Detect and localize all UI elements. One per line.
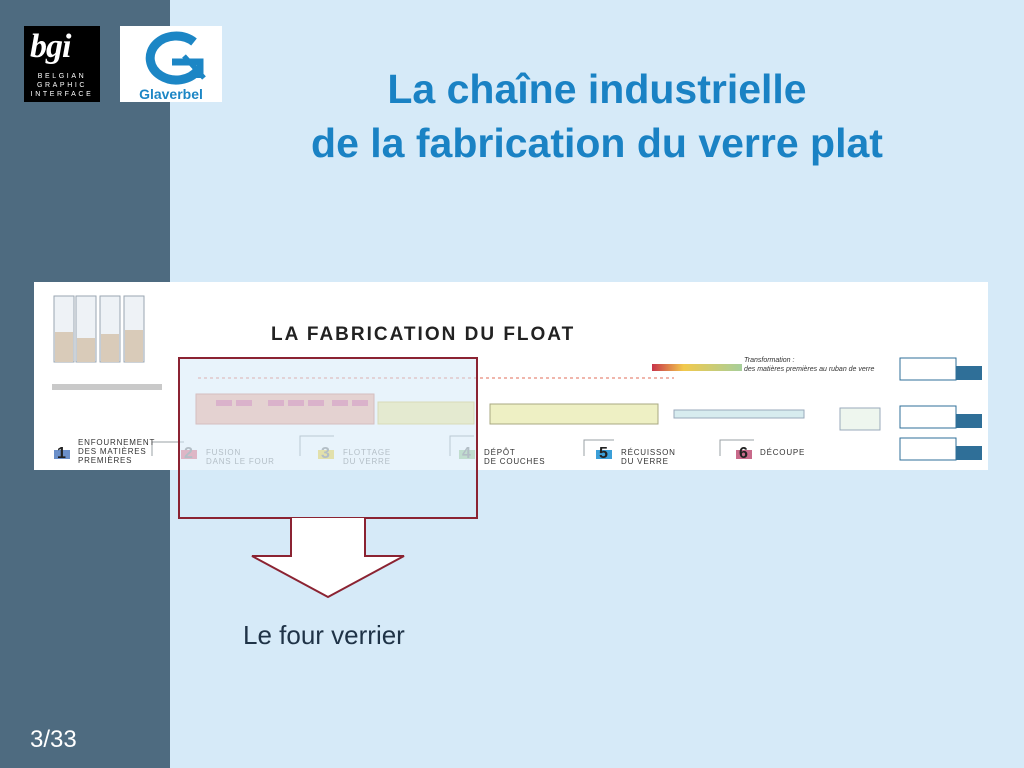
furnace: [195, 393, 375, 425]
down-arrow-icon: [251, 518, 405, 599]
annealing-lehr: [673, 409, 805, 419]
step-label: FLOTTAGE DU VERRE: [343, 448, 392, 466]
step-label: DÉPÔT DE COUCHES: [484, 448, 546, 466]
step-number: 5: [599, 445, 608, 462]
bgi-logo-mark: bgi: [30, 28, 71, 65]
transformation-note-line: des matières premières au ruban de verre: [744, 366, 875, 373]
step-color-chip: [596, 450, 612, 459]
diagram-heading: LA FABRICATION DU FLOAT: [271, 324, 576, 345]
step-label: FUSION DANS LE FOUR: [206, 448, 275, 466]
cutting-station: [839, 407, 881, 431]
page-number: 3/33: [30, 726, 77, 753]
step-label: ENFOURNEMENT DES MATIÈRES PREMIÈRES: [78, 438, 156, 465]
transformation-note: Transformation : des matières premières …: [744, 356, 874, 374]
truck-icon: [899, 357, 982, 381]
step-number: 3: [321, 445, 330, 462]
slide-title-line-2: de la fabrication du verre plat: [311, 120, 883, 166]
truck-icon: [899, 405, 982, 429]
step-number: 4: [462, 445, 471, 462]
slide-title: La chaîne industrielle de la fabrication…: [170, 62, 1024, 170]
float-bath: [377, 401, 475, 425]
transformation-gradient: [652, 364, 742, 371]
step-label: RÉCUISSON DU VERRE: [621, 448, 676, 466]
step-number: 1: [57, 445, 66, 462]
truck-icon: [899, 437, 982, 461]
float-process-diagram: LA FABRICATION DU FLOAT Transformation :…: [34, 282, 988, 470]
slide-title-line-1: La chaîne industrielle: [387, 66, 807, 112]
step-color-chip: [54, 450, 70, 459]
glaverbel-g-icon: [145, 31, 206, 85]
bgi-logo-line: INTERFACE: [30, 91, 94, 98]
bgi-logo-line: GRAPHIC: [36, 82, 88, 89]
conveyor: [52, 384, 162, 390]
step-number: 6: [739, 445, 748, 462]
process-illustration: [52, 295, 982, 461]
transformation-note-line: Transformation :: [744, 357, 795, 364]
glaverbel-logo-text: Glaverbel: [139, 86, 203, 102]
bgi-logo: bgi BELGIAN GRAPHIC INTERFACE: [24, 26, 100, 102]
coating-unit: [489, 403, 659, 425]
bgi-logo-line: BELGIAN: [37, 73, 87, 80]
step-number: 2: [184, 445, 193, 462]
step-label: DÉCOUPE: [760, 448, 806, 457]
caption: Le four verrier: [243, 620, 405, 650]
glaverbel-logo: Glaverbel: [120, 26, 222, 102]
step-color-chip: [736, 450, 752, 459]
